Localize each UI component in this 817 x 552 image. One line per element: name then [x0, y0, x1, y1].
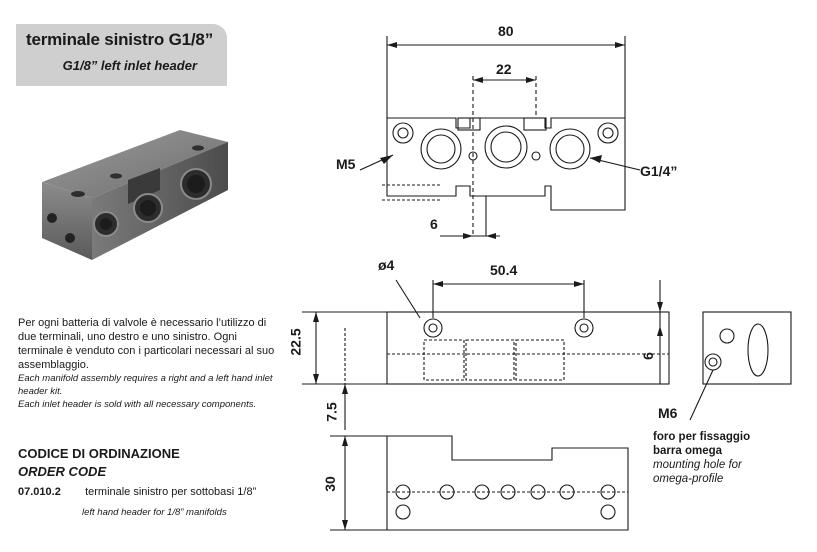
dim-offset: 6	[430, 216, 438, 232]
label-g14: G1/4”	[640, 163, 678, 179]
product-subtitle: G1/8” left inlet header	[62, 58, 197, 73]
label-m5: M5	[336, 156, 356, 172]
order-desc-it: terminale sinistro per sottobasi 1/8”	[85, 486, 257, 498]
description: Per ogni batteria di valvole è necessari…	[18, 316, 278, 411]
title-box: terminale sinistro G1/8” G1/8” left inle…	[16, 24, 227, 86]
dim-width: 80	[498, 23, 514, 39]
description-english-1: Each manifold assembly requires a right …	[18, 373, 273, 397]
description-english-2: Each inlet header is sold with all neces…	[18, 399, 257, 410]
product-image	[42, 130, 228, 260]
order-desc-en: left hand header for 1/8” manifolds	[82, 507, 227, 518]
dim-height: 22.5	[287, 328, 304, 356]
dim-depth: 30	[321, 476, 338, 492]
dim-hole-pitch: 50.4	[490, 262, 518, 278]
order-row: 07.010.2 terminale sinistro per sottobas…	[18, 486, 256, 498]
dim-pitch: 22	[496, 61, 512, 77]
label-m6: M6	[658, 405, 678, 421]
order-code-title-en: ORDER CODE	[18, 464, 107, 479]
dim-side: 6	[639, 352, 656, 360]
note-en-1: mounting hole for	[653, 459, 742, 471]
description-italian: Per ogni batteria di valvole è necessari…	[18, 317, 275, 371]
dim-hole-height: 7.5	[323, 402, 340, 422]
dim-hole-diameter: ø4	[378, 257, 395, 273]
order-code-title: CODICE DI ORDINAZIONE	[18, 446, 180, 461]
product-title: terminale sinistro G1/8”	[26, 30, 213, 49]
note-it-1: foro per fissaggio	[653, 431, 751, 443]
order-code: 07.010.2	[18, 486, 61, 498]
mounting-note: foro per fissaggio barra omega mounting …	[653, 430, 750, 486]
note-en-2: omega-profile	[653, 473, 724, 485]
note-it-2: barra omega	[653, 445, 723, 457]
